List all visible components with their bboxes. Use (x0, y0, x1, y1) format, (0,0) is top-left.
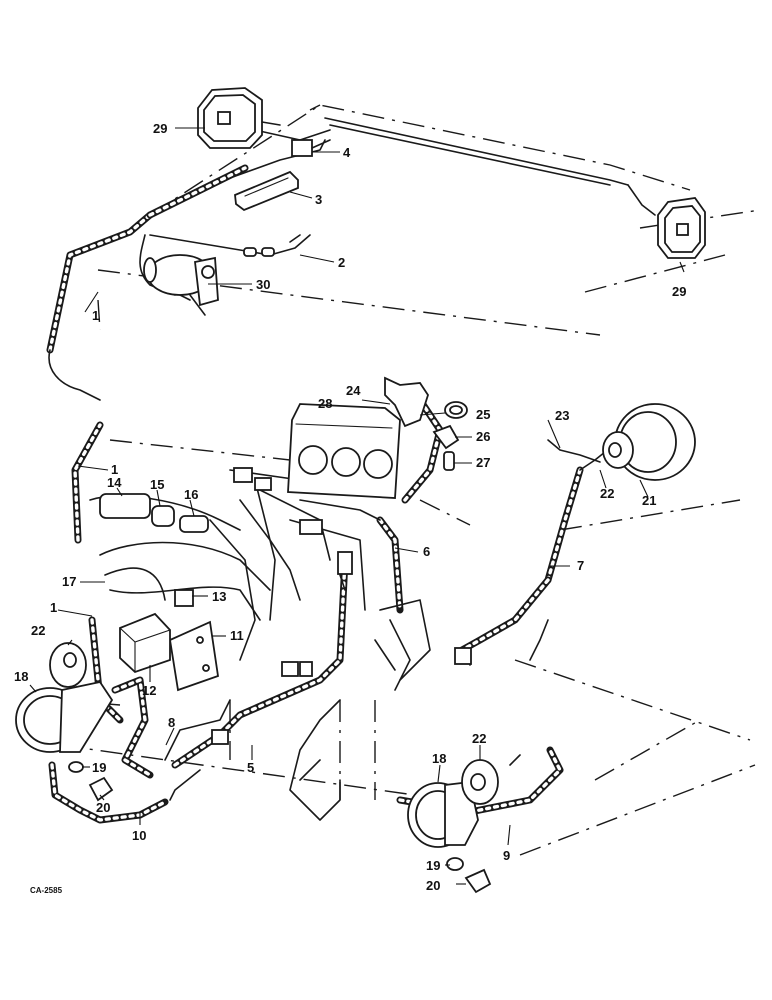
callout-8: 8 (168, 715, 175, 730)
callout-21: 21 (642, 493, 656, 508)
callout-19-left: 19 (92, 760, 106, 775)
left-lamp-bezel-22 (49, 642, 87, 688)
part-4-switch (291, 139, 331, 157)
part-16-fuse (179, 515, 209, 533)
callout-22-lower: 22 (472, 731, 486, 746)
callout-1-top: 1 (92, 308, 99, 323)
callout-23: 23 (555, 408, 569, 423)
callout-17: 17 (62, 574, 76, 589)
right-front-lamp (602, 403, 696, 481)
part-30-flasher (143, 254, 219, 307)
callout-1-middle: 1 (111, 462, 118, 477)
lower-right-bezel-22 (461, 759, 499, 805)
callout-18-lower: 18 (432, 751, 446, 766)
callout-30: 30 (256, 277, 270, 292)
rear-lamp-left (197, 87, 281, 149)
callout-10: 10 (132, 828, 146, 843)
callout-leaders (29, 127, 685, 885)
part-25-ring (444, 401, 468, 419)
callout-25: 25 (476, 407, 490, 422)
callout-15: 15 (150, 477, 164, 492)
callout-20-lower: 20 (426, 878, 440, 893)
part-2-connector (243, 247, 275, 257)
callout-labels: 29 4 3 2 30 1 29 24 28 25 23 26 27 1 14 … (14, 121, 686, 893)
callout-26: 26 (476, 429, 490, 444)
part-13-switch (174, 589, 194, 607)
callout-14: 14 (107, 475, 122, 490)
callout-9: 9 (503, 848, 510, 863)
callout-22-right: 22 (600, 486, 614, 501)
callout-16: 16 (184, 487, 198, 502)
callout-3: 3 (315, 192, 322, 207)
part-15-cylinder (151, 505, 175, 527)
callout-1-lower: 1 (50, 600, 57, 615)
callout-11: 11 (230, 628, 244, 643)
callout-29-right: 29 (672, 284, 686, 299)
part-24-bracket (384, 376, 429, 428)
callout-7: 7 (577, 558, 584, 573)
callout-12: 12 (142, 683, 156, 698)
part-12-regulator (119, 612, 171, 674)
callout-13: 13 (212, 589, 226, 604)
part-26-clip (432, 424, 460, 450)
part-14-relay (99, 493, 151, 519)
callout-24: 24 (346, 383, 361, 398)
callout-27: 27 (476, 455, 490, 470)
center-harness-connectors (211, 467, 472, 745)
left-bracket-20 (88, 776, 114, 802)
callout-22-left: 22 (31, 623, 45, 638)
left-grommet-19 (68, 761, 84, 773)
callout-5: 5 (247, 760, 254, 775)
part-3-bracket (234, 170, 299, 212)
callout-20-left: 20 (96, 800, 110, 815)
callout-28: 28 (318, 396, 332, 411)
part-11-plate (169, 620, 219, 692)
callout-4: 4 (343, 145, 351, 160)
callout-19-lower: 19 (426, 858, 440, 873)
lower-right-grommet-19 (446, 857, 464, 871)
lower-right-bracket-20 (464, 868, 492, 894)
part-27-pin (443, 451, 455, 471)
part-28-instrument-panel (287, 403, 401, 499)
callout-2: 2 (338, 255, 345, 270)
left-work-lamp (15, 680, 114, 753)
callout-29-left: 29 (153, 121, 167, 136)
rear-lamp-right (657, 197, 706, 259)
callout-18-left: 18 (14, 669, 28, 684)
figure-code: CA-2585 (30, 886, 63, 895)
callout-6: 6 (423, 544, 430, 559)
